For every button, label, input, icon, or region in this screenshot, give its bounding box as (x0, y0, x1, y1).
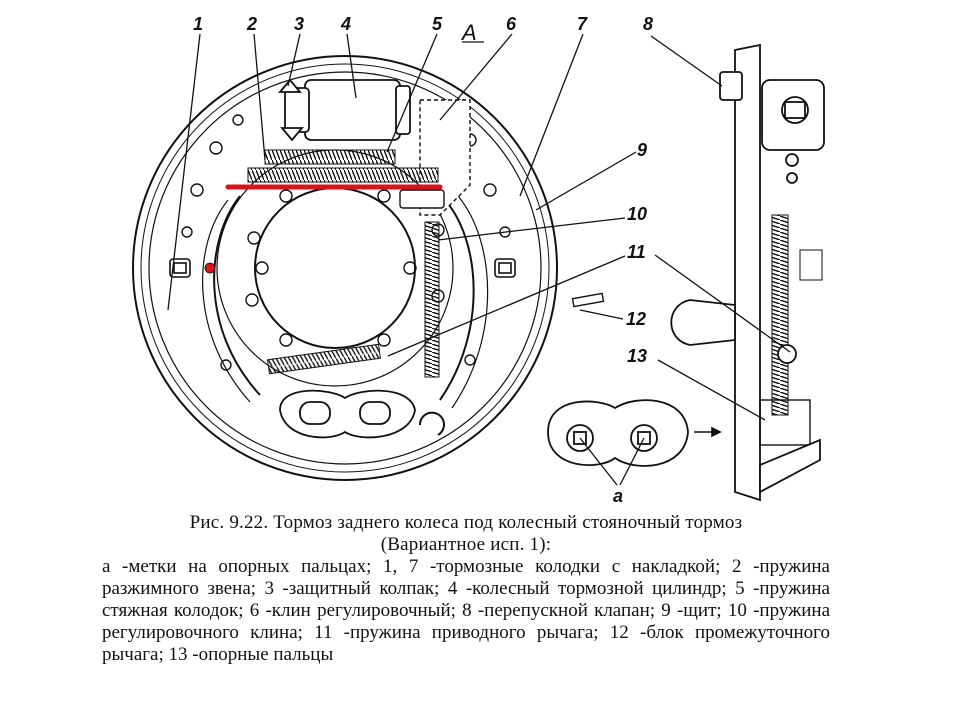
backing-plate (132, 55, 558, 481)
wheel-cylinder (278, 78, 411, 142)
detail-a-inset (547, 399, 689, 467)
hub-bolt-holes (255, 189, 417, 347)
callout-labels: 1 2 3 4 5 А 6 7 8 9 10 11 12 13 а (193, 14, 653, 505)
wedge-spring (424, 221, 440, 378)
detail-arrow (694, 426, 722, 438)
expander-spring (247, 149, 439, 183)
callout-7: 7 (577, 14, 588, 34)
leader-lines (167, 33, 791, 486)
callout-mark-a: а (613, 486, 623, 505)
figure-caption: Рис. 9.22. Тормоз заднего колеса под кол… (102, 512, 830, 666)
callout-1: 1 (193, 14, 203, 34)
callout-12: 12 (626, 309, 646, 329)
callout-9: 9 (637, 140, 647, 160)
brake-shoes (202, 195, 489, 409)
callout-view-a: А (460, 20, 477, 45)
caption-title-line2: (Вариантное исп. 1): (380, 534, 552, 555)
callout-10: 10 (627, 204, 647, 224)
brake-diagram: 1 2 3 4 5 А 6 7 8 9 10 11 12 13 а (132, 14, 825, 505)
callout-13: 13 (627, 346, 647, 366)
anchor-block (279, 389, 445, 439)
lever-pin (571, 292, 605, 308)
callout-3: 3 (294, 14, 304, 34)
callout-4: 4 (340, 14, 351, 34)
callout-8: 8 (643, 14, 653, 34)
side-section (670, 43, 825, 502)
caption-title-line1: Рис. 9.22. Тормоз заднего колеса под кол… (189, 512, 743, 533)
red-marker (204, 262, 216, 274)
caption-title: Рис. 9.22. Тормоз заднего колеса под кол… (102, 512, 830, 556)
callout-11: 11 (627, 242, 646, 262)
callout-5: 5 (432, 14, 443, 34)
callout-6: 6 (506, 14, 517, 34)
lever-spring (267, 343, 381, 375)
callout-2: 2 (246, 14, 257, 34)
anchor-bolts (169, 258, 516, 278)
caption-legend: а -метки на опорных пальцах; 1, 7 -тормо… (102, 556, 830, 665)
